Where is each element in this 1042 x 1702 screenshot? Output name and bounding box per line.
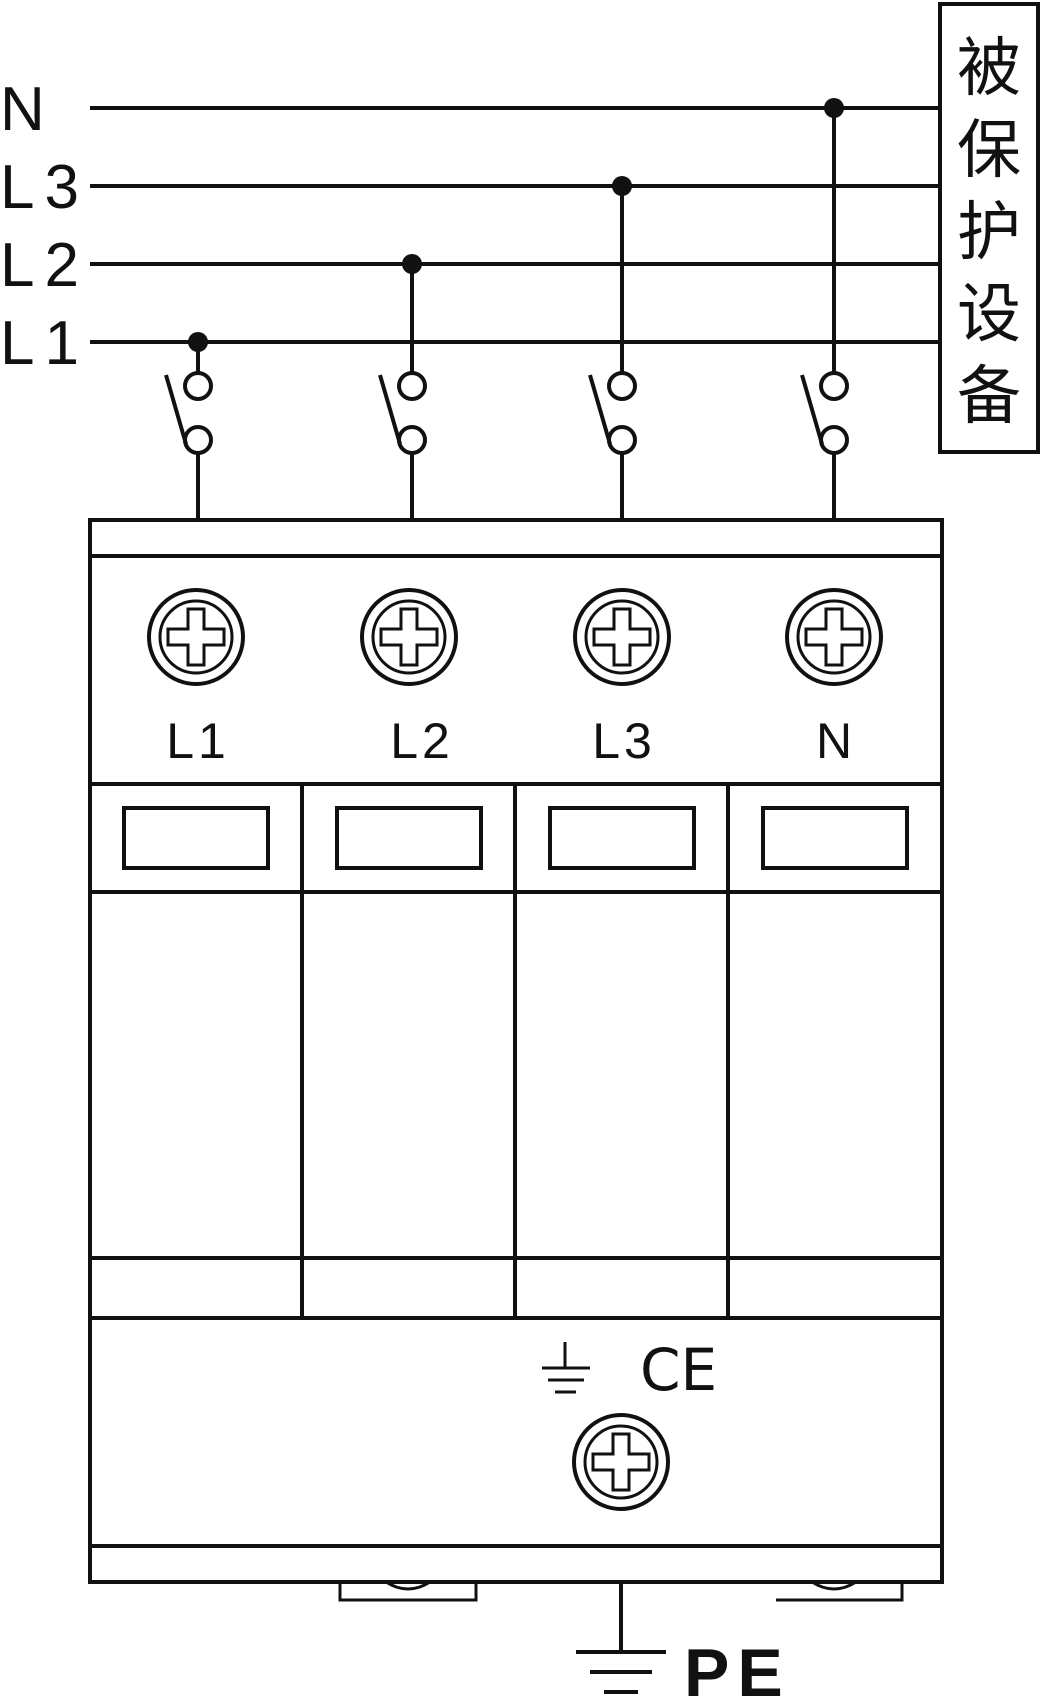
terminal-label-l1: L1 xyxy=(166,713,230,769)
switch-n xyxy=(800,108,849,520)
bus-label-l2: L2 xyxy=(0,231,89,300)
switch-l3 xyxy=(588,186,637,520)
bus-label-l1: L1 xyxy=(0,309,89,378)
indicator-window-l2 xyxy=(335,806,483,870)
terminal-label-l3: L3 xyxy=(592,713,656,769)
switch-l2 xyxy=(378,264,427,520)
terminal-screw-l1 xyxy=(147,588,245,686)
protected-char-4: 设 xyxy=(957,278,1021,352)
ce-mark: CE xyxy=(640,1336,717,1404)
indicator-window-n xyxy=(761,806,909,870)
pe-terminal-screw xyxy=(572,1413,670,1511)
protected-char-2: 保 xyxy=(957,114,1021,188)
din-rail-clip-left xyxy=(338,1580,478,1602)
protected-char-5: 备 xyxy=(957,360,1021,434)
terminal-label-l2: L2 xyxy=(390,713,454,769)
bus-label-n: N xyxy=(0,75,45,144)
pe-ground-icon xyxy=(576,1582,666,1694)
protected-char-3: 护 xyxy=(957,196,1021,270)
ground-symbol-icon xyxy=(542,1342,590,1394)
protected-char-1: 被 xyxy=(957,32,1021,106)
surge-protector-body xyxy=(88,518,944,1584)
din-rail-clip-right xyxy=(776,1580,904,1602)
terminal-screw-n xyxy=(785,588,883,686)
terminal-label-n: N xyxy=(816,713,856,769)
bus-label-l3: L3 xyxy=(0,153,89,222)
pe-label: PE xyxy=(684,1635,791,1702)
indicator-window-l1 xyxy=(122,806,270,870)
terminal-screw-l3 xyxy=(573,588,671,686)
terminal-screw-l2 xyxy=(360,588,458,686)
indicator-window-l3 xyxy=(548,806,696,870)
switch-l1 xyxy=(164,342,213,520)
protected-equipment-box xyxy=(938,2,1040,454)
